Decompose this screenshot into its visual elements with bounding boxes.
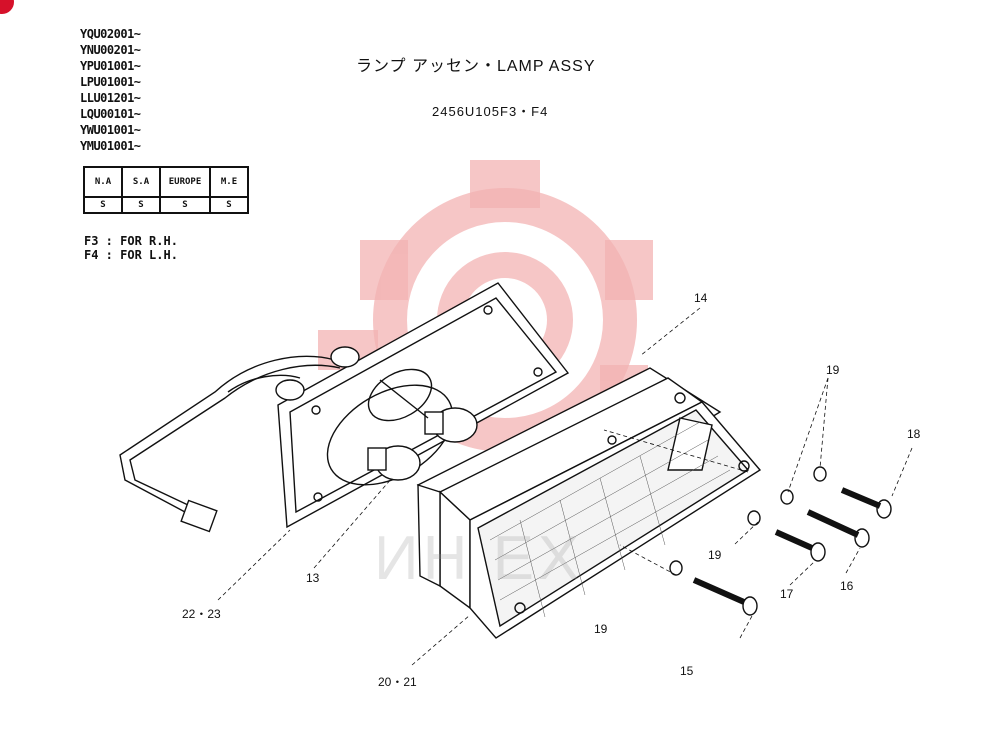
screw-16 [806, 509, 870, 548]
lens-housing [416, 367, 762, 639]
serial-number: LLU01201~ [80, 91, 141, 105]
callout-18: 18 [907, 427, 921, 441]
callout-16: 16 [840, 579, 854, 593]
screw-15 [692, 577, 758, 616]
leader-lines [217, 307, 913, 666]
serial-number: LPU01001~ [80, 75, 141, 89]
lens-grid [489, 421, 731, 618]
callout-19: 19 [826, 363, 840, 377]
market-value: S [83, 196, 123, 214]
market-value: S [121, 196, 161, 214]
callout-19: 19 [594, 622, 608, 636]
market-header: N.A [83, 166, 123, 198]
callout-20-21: 20・21 [378, 675, 417, 689]
part-code: 2456U105F3・F4 [432, 104, 549, 119]
serial-number: YNU00201~ [80, 43, 141, 57]
side-notes: F3 : FOR R.H. F4 : FOR L.H. [84, 234, 178, 262]
bulb-upper [379, 379, 478, 443]
page-title: ランプ アッセン・LAMP ASSY [356, 58, 596, 75]
screw-18 [840, 487, 892, 519]
serial-number: YPU01001~ [80, 59, 141, 73]
serial-number: YWU01001~ [80, 123, 141, 137]
callout-17: 17 [780, 587, 794, 601]
market-header: S.A [121, 166, 161, 198]
callout-13: 13 [306, 571, 320, 585]
bulb-lower [367, 445, 421, 481]
market-table: N.A S.A EUROPE M.E S S S S [83, 166, 249, 214]
note-lh: F4 : FOR L.H. [84, 248, 178, 262]
serial-number-list: YQU02001~ YNU00201~ YPU01001~ LPU01001~ … [80, 26, 141, 154]
market-value: S [159, 196, 211, 214]
callout-19: 19 [708, 548, 722, 562]
watermark-text: ИН ЕХ [374, 524, 584, 593]
screw-17 [774, 529, 826, 562]
wire-harness [119, 346, 360, 533]
market-header: M.E [209, 166, 249, 198]
callout-14: 14 [694, 291, 708, 305]
callout-22-23: 22・23 [182, 607, 221, 621]
serial-number: YQU02001~ [80, 27, 141, 41]
market-header: EUROPE [159, 166, 211, 198]
note-rh: F3 : FOR R.H. [84, 234, 178, 248]
serial-number: LQU00101~ [80, 107, 141, 121]
callout-15: 15 [680, 664, 694, 678]
market-value: S [209, 196, 249, 214]
serial-number: YMU01001~ [80, 139, 141, 153]
